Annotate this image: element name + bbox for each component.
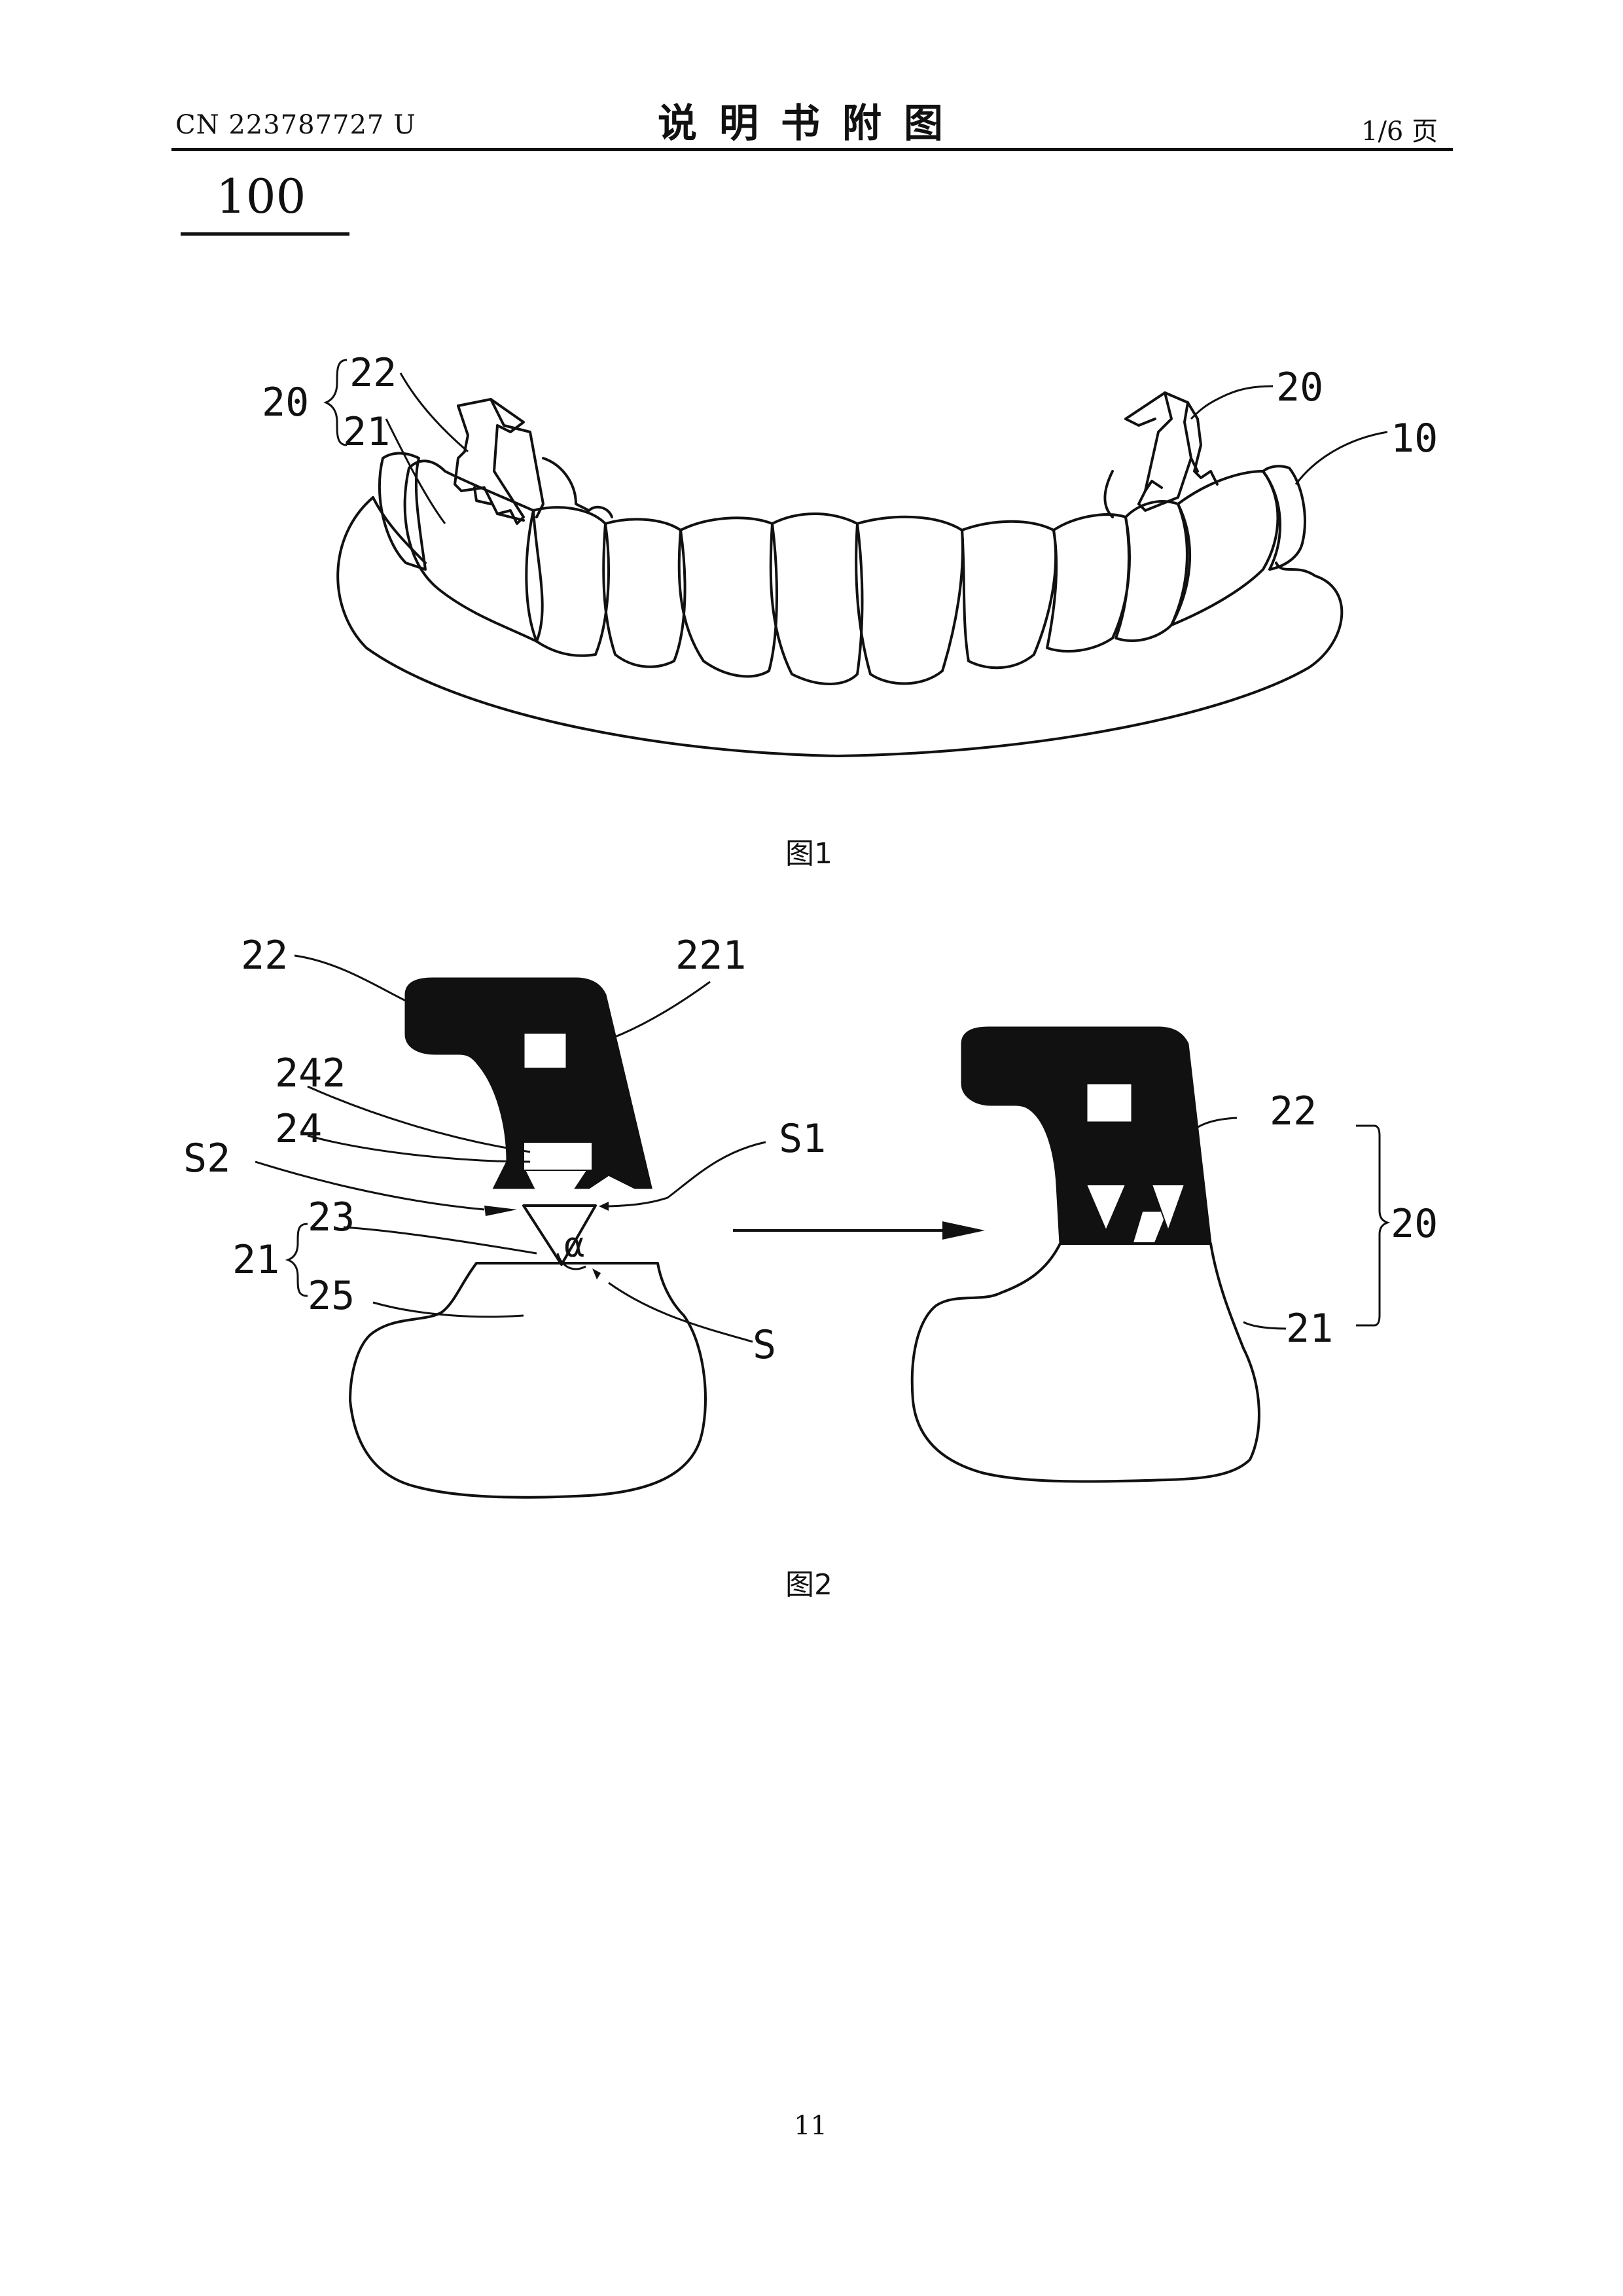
gum-base (338, 497, 1342, 756)
notch-24 (524, 1142, 592, 1170)
tooth-front-right-lateral (962, 522, 1056, 668)
brace-20-right (1356, 1126, 1387, 1325)
leader-20-right (1191, 386, 1273, 419)
label-21: 21 (232, 1237, 279, 1283)
leader-s2 (255, 1162, 484, 1210)
label-s1: S1 (779, 1116, 826, 1162)
tooth-left-1 (603, 519, 685, 666)
tooth-front-left-lateral (679, 518, 777, 676)
label-20-left: 20 (262, 380, 309, 425)
label-25: 25 (308, 1273, 355, 1319)
wedge-23 (524, 1206, 596, 1265)
label-21-right: 21 (1286, 1306, 1333, 1352)
leader-10-right (1296, 432, 1387, 484)
window-221-right (1086, 1083, 1132, 1122)
label-10-base: 10 (1391, 416, 1438, 461)
body-25 (350, 1263, 705, 1498)
label-22-right: 22 (1270, 1088, 1317, 1134)
label-s2: S2 (183, 1136, 230, 1181)
leader-24 (308, 1136, 530, 1162)
page-number: 11 (794, 2111, 827, 2141)
leader-22 (294, 956, 407, 1001)
label-alpha: α (564, 1226, 584, 1265)
figure1-caption: 图1 (785, 830, 832, 872)
bracket-left (455, 399, 612, 524)
label-221: 221 (675, 933, 746, 978)
label-22: 22 (241, 933, 288, 978)
label-242: 242 (275, 1050, 346, 1096)
brace-21 (288, 1224, 308, 1296)
tooth-front-right-central (856, 517, 963, 684)
leader-22-left (401, 373, 468, 452)
label-23: 23 (308, 1194, 355, 1240)
label-s: S (753, 1322, 776, 1368)
leader-21-right (1243, 1322, 1286, 1329)
leader-23 (344, 1227, 537, 1253)
label-20-right: 20 (1391, 1201, 1438, 1247)
label-21-left: 21 (343, 409, 390, 455)
label-22-left: 22 (349, 350, 397, 396)
tooth-right-2 (1116, 501, 1187, 641)
transform-arrow-head (942, 1221, 985, 1240)
figure1-drawing: 20 22 21 20 10 (262, 350, 1438, 756)
window-221-left (524, 1033, 567, 1069)
tooth-front-left-central (771, 514, 863, 684)
label-20-right: 20 (1276, 365, 1323, 410)
part-21-right (912, 1244, 1259, 1482)
label-24: 24 (275, 1106, 322, 1152)
figure2-drawing: 22 221 242 24 S2 S1 α 23 21 25 S 22 20 2… (183, 933, 1438, 1498)
figure2-caption: 图2 (785, 1561, 832, 1603)
tooth-left-back (380, 454, 425, 570)
